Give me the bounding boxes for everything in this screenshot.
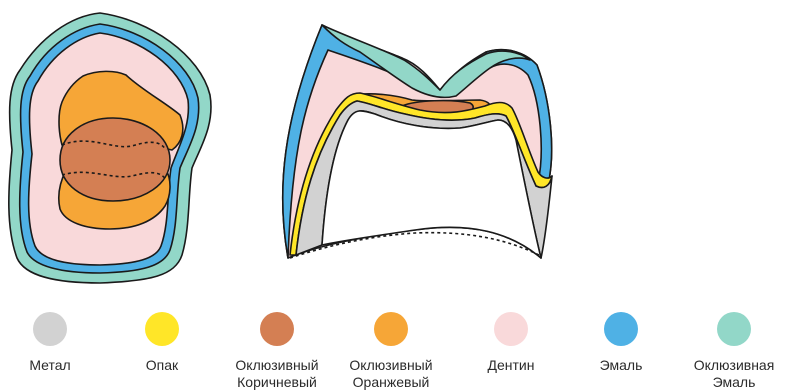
legend-label-line2: Оранжевый xyxy=(331,374,451,391)
legend-item-occlusal-orange: Оклюзивный Оранжевый xyxy=(331,312,451,391)
opaque-swatch xyxy=(145,312,179,346)
legend-label: Оклюзивная Эмаль xyxy=(674,357,785,391)
legend-label-line1: Дентин xyxy=(451,357,571,374)
occlusal-brown-swatch xyxy=(260,312,294,346)
legend-label-line2: Коричневый xyxy=(217,374,337,391)
legend-item-dentin: Дентин xyxy=(451,312,571,374)
occlusal-view-brown-fossa xyxy=(60,118,170,201)
legend-label: Эмаль xyxy=(561,357,681,374)
legend-label: Дентин xyxy=(451,357,571,374)
legend-item-metal: Метал xyxy=(0,312,110,374)
occlusal-enamel-swatch xyxy=(717,312,751,346)
legend-label-line1: Опак xyxy=(102,357,222,374)
legend-label: Метал xyxy=(0,357,110,374)
dentin-swatch xyxy=(494,312,528,346)
tooth-layer-diagram xyxy=(0,0,785,290)
legend-label-line1: Эмаль xyxy=(561,357,681,374)
legend-item-occlusal-brown: Оклюзивный Коричневый xyxy=(217,312,337,391)
legend-label-line1: Оклюзивная xyxy=(674,357,785,374)
legend-label-line1: Метал xyxy=(0,357,110,374)
legend-label-line1: Оклюзивный xyxy=(331,357,451,374)
color-legend: Метал Опак Оклюзивный Коричневый Оклюзив… xyxy=(0,300,785,388)
legend-item-occlusal-enamel: Оклюзивная Эмаль xyxy=(674,312,785,391)
legend-label: Опак xyxy=(102,357,222,374)
occlusal-orange-swatch xyxy=(374,312,408,346)
occlusal-view xyxy=(9,13,211,283)
legend-label: Оклюзивный Коричневый xyxy=(217,357,337,391)
legend-label: Оклюзивный Оранжевый xyxy=(331,357,451,391)
legend-item-enamel: Эмаль xyxy=(561,312,681,374)
metal-swatch xyxy=(33,312,67,346)
legend-label-line2: Эмаль xyxy=(674,374,785,391)
legend-label-line1: Оклюзивный xyxy=(217,357,337,374)
cross-section-view xyxy=(283,25,552,258)
legend-item-opaque: Опак xyxy=(102,312,222,374)
cross-section-cavity xyxy=(322,111,541,258)
enamel-swatch xyxy=(604,312,638,346)
